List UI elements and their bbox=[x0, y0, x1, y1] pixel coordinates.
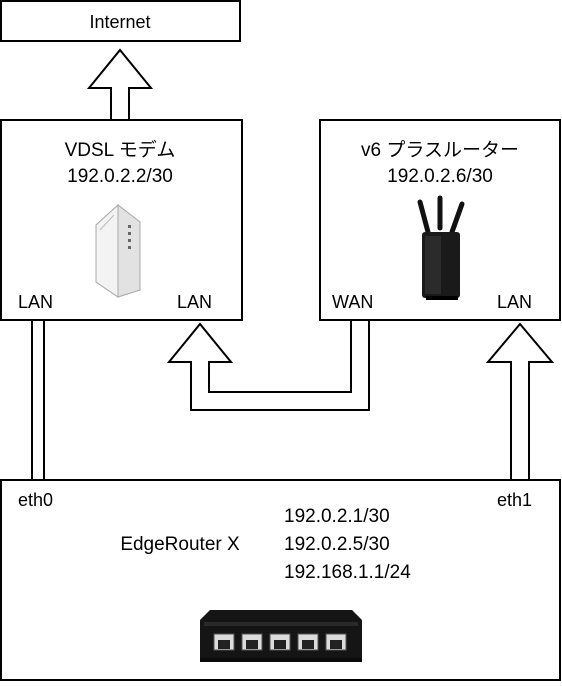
arrow-modem-to-internet bbox=[86, 48, 154, 121]
v6-router-name: v6 プラスルーター bbox=[361, 139, 519, 161]
vdsl-modem-ip: 192.0.2.2/30 bbox=[67, 166, 173, 187]
v6-router-node: v6 プラスルーター 192.0.2.6/30 WAN LAN bbox=[319, 119, 561, 321]
v6-router-port-left: WAN bbox=[332, 292, 373, 312]
edgerouter-name: EdgeRouter X bbox=[120, 534, 240, 555]
v6-router-ip: 192.0.2.6/30 bbox=[387, 166, 493, 187]
edgerouter-ip-1: 192.0.2.1/30 bbox=[284, 506, 390, 527]
vdsl-modem-port-left: LAN bbox=[18, 292, 53, 312]
edgerouter-device-image bbox=[200, 610, 362, 662]
link-eth0-modem-lan bbox=[31, 320, 45, 480]
internet-label: Internet bbox=[89, 12, 150, 32]
arrow-eth1-to-router-lan bbox=[485, 322, 555, 481]
edgerouter-node: eth0 eth1 EdgeRouter X 192.0.2.1/30 192.… bbox=[0, 479, 561, 681]
vdsl-modem-name: VDSL モデム bbox=[65, 139, 176, 161]
vdsl-modem-node: VDSL モデム 192.0.2.2/30 LAN LAN bbox=[0, 119, 243, 321]
edgerouter-ip-3: 192.168.1.1/24 bbox=[284, 562, 411, 583]
vdsl-modem-port-right: LAN bbox=[177, 292, 212, 312]
modem-device-image bbox=[95, 203, 141, 298]
internet-node: Internet bbox=[0, 0, 241, 42]
edgerouter-port-left: eth0 bbox=[18, 490, 53, 510]
v6-router-port-right: LAN bbox=[497, 292, 532, 312]
edgerouter-ip-2: 192.0.2.5/30 bbox=[284, 534, 390, 555]
router-device-image bbox=[417, 195, 465, 300]
edgerouter-port-right: eth1 bbox=[497, 490, 532, 510]
arrow-router-wan-to-modem-lan bbox=[166, 319, 370, 411]
